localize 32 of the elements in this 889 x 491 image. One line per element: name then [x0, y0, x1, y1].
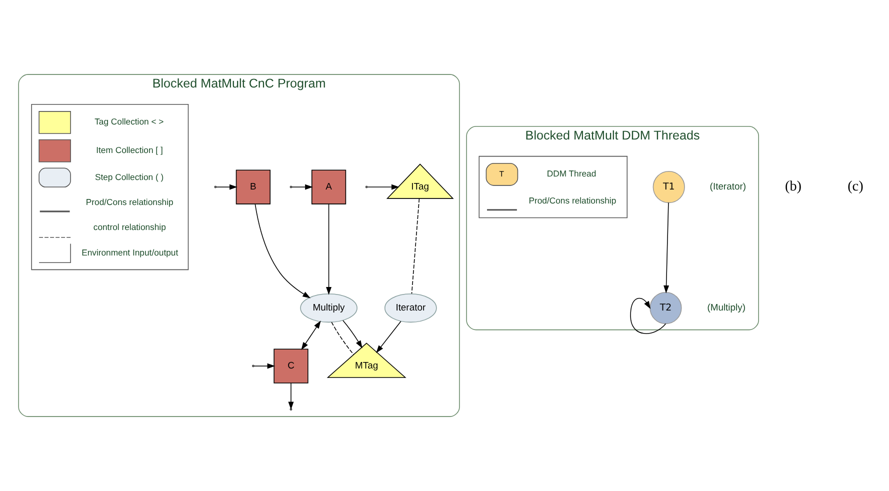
arrow — [301, 320, 321, 350]
arrow — [376, 320, 402, 354]
legend-label: Tag Collection < > — [94, 116, 164, 127]
node-circle: T2 — [650, 292, 682, 324]
legend-label: DDM Thread — [546, 168, 596, 179]
legend-label: control relationship — [93, 222, 166, 232]
arrow — [367, 184, 400, 190]
node-box: C — [274, 348, 308, 384]
arrow — [291, 184, 313, 190]
node-circle: T1 — [652, 170, 685, 204]
legend-label: Environment Input/output — [82, 247, 178, 258]
label: T — [499, 169, 504, 178]
arrow — [664, 202, 670, 294]
arrow — [254, 204, 311, 298]
label: (c) — [848, 178, 864, 194]
arrow — [342, 320, 362, 348]
node-ellipse: Multiply — [300, 293, 358, 323]
legend-label: Item Collection [ ] — [96, 145, 163, 156]
legend-label: Prod/Cons relationship — [528, 195, 616, 206]
node-label: (Multiply) — [707, 302, 746, 314]
node-box: A — [311, 170, 346, 204]
legend-label: Step Collection ( ) — [94, 172, 164, 182]
label: (b) — [784, 178, 802, 194]
arrow — [326, 204, 332, 295]
node-label: (Iterator) — [710, 181, 746, 192]
node-box: B — [236, 170, 271, 204]
connector — [331, 322, 354, 355]
arrow — [254, 363, 276, 369]
connector — [411, 198, 420, 294]
legend-label: Prod/Cons relationship — [86, 196, 174, 207]
node-ellipse: Iterator — [384, 293, 437, 323]
arrow — [216, 184, 238, 190]
